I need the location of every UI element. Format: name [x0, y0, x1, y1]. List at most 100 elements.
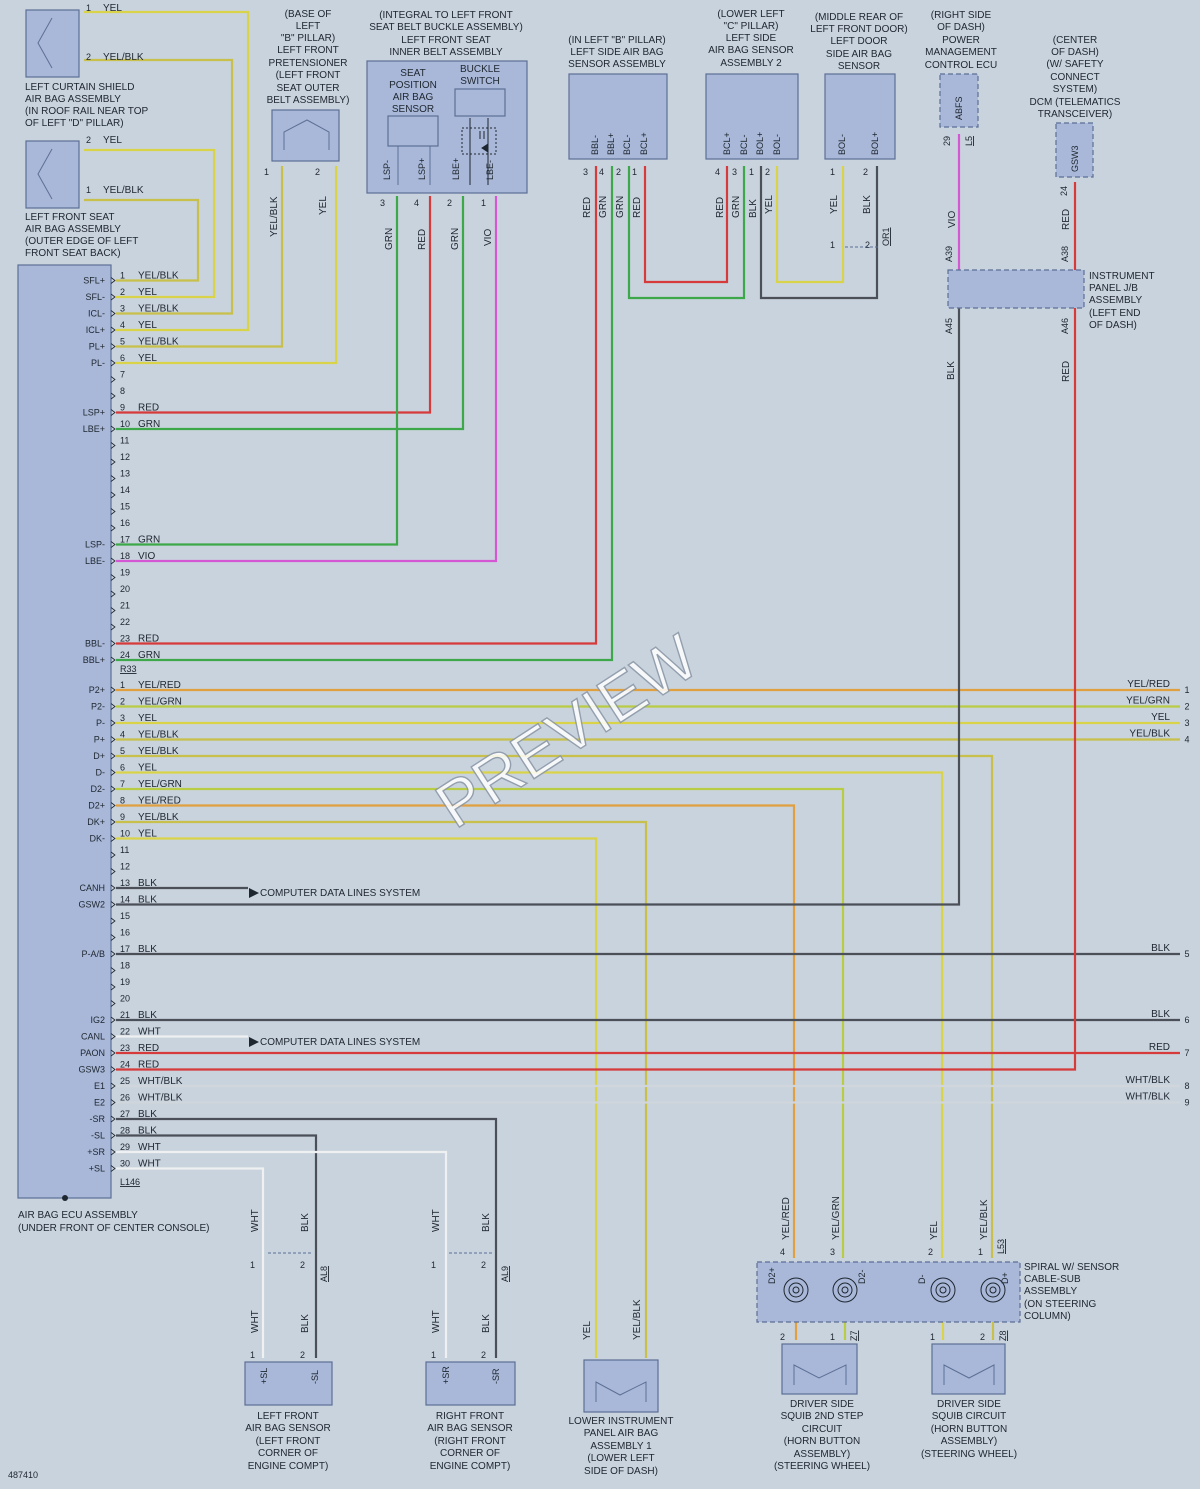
- wire: [116, 837, 598, 1358]
- svg-text:2: 2: [481, 1260, 486, 1270]
- pin-terminal: [110, 818, 116, 826]
- side-sensor-wire3: RED: [582, 197, 593, 218]
- ecu-wire-color: WHT: [138, 1142, 161, 1153]
- side-sensor2-box: [705, 73, 799, 160]
- pin-terminal: [110, 719, 116, 727]
- ecu-pin-number: 14: [120, 485, 130, 495]
- svg-text:"C" PILLAR): "C" PILLAR): [724, 21, 779, 32]
- svg-text:1: 1: [930, 1332, 935, 1342]
- ecu-pin-number: 23: [120, 1043, 130, 1053]
- seat-airbag-pin2: 2: [86, 135, 91, 145]
- pin-terminal: [110, 1016, 116, 1024]
- wire: [116, 196, 432, 414]
- ecu-wire-color: YEL: [138, 353, 157, 364]
- dcm-caption: (CENTER OF DASH) (W/ SAFETY CONNECT SYST…: [1030, 35, 1121, 120]
- svg-text:MANAGEMENT: MANAGEMENT: [925, 47, 997, 58]
- wire: [116, 1117, 498, 1358]
- svg-text:SEAT OUTER: SEAT OUTER: [277, 83, 340, 94]
- ecu-pin-number: 1: [120, 271, 125, 281]
- svg-text:AIR BAG SENSOR: AIR BAG SENSOR: [708, 45, 794, 56]
- ecu-wire-color: GRN: [138, 650, 160, 661]
- svg-text:LEFT: LEFT: [296, 21, 320, 32]
- svg-text:LEFT FRONT SEAT: LEFT FRONT SEAT: [25, 212, 114, 223]
- side-sensor-pin2: 2: [616, 167, 621, 177]
- ecu-wire-color: YEL/BLK: [138, 730, 179, 741]
- belt-pin3: 3: [380, 198, 385, 208]
- ecu-pin-label: LSP+: [83, 408, 105, 418]
- ecu-wire-color: YEL: [138, 763, 157, 774]
- side-sensor2-bol-plus: BOL+: [755, 132, 765, 155]
- svg-text:ENGINE COMPT): ENGINE COMPT): [248, 1461, 329, 1472]
- svg-text:(RIGHT SIDE: (RIGHT SIDE: [931, 10, 992, 21]
- pin-terminal: [110, 310, 116, 317]
- svg-text:YEL: YEL: [582, 1321, 593, 1340]
- ecu-pin-number: 24: [120, 650, 130, 660]
- svg-text:LEFT SIDE AIR BAG: LEFT SIDE AIR BAG: [570, 47, 663, 58]
- ecu-pin-label: BBL+: [83, 655, 105, 665]
- jb-a38: A38: [1060, 246, 1070, 262]
- svg-text:(RIGHT FRONT: (RIGHT FRONT: [434, 1436, 505, 1447]
- seat-position-sensor-box: [387, 115, 439, 147]
- ecu-pin-label: GSW2: [78, 900, 105, 910]
- pin-terminal: [110, 293, 116, 301]
- wire: [84, 148, 216, 299]
- svg-text:2: 2: [928, 1247, 933, 1257]
- pin-terminal: [110, 967, 116, 974]
- side-sensor-wire2: GRN: [615, 196, 626, 218]
- svg-text:1: 1: [250, 1260, 255, 1270]
- ecu-pin-number: 22: [120, 1027, 130, 1037]
- ecu-pin-label: IG2: [90, 1015, 105, 1025]
- svg-text:YEL/BLK: YEL/BLK: [979, 1199, 990, 1240]
- ecu-pin-label: LBE-: [85, 556, 105, 566]
- belt-pin4: 4: [414, 198, 419, 208]
- svg-text:YEL/RED: YEL/RED: [781, 1197, 792, 1240]
- svg-text:BLK: BLK: [481, 1314, 492, 1333]
- seat-airbag-wire2: YEL/BLK: [103, 185, 144, 196]
- ecu-wire-color: YEL/RED: [138, 796, 181, 807]
- svg-text:WHT: WHT: [250, 1310, 261, 1333]
- svg-text:SIDE OF DASH): SIDE OF DASH): [584, 1466, 658, 1477]
- svg-text:LOWER INSTRUMENT: LOWER INSTRUMENT: [569, 1416, 674, 1427]
- ecu-pin-label: ICL+: [86, 325, 105, 335]
- pin-terminal: [110, 802, 116, 809]
- offpage-ref: 7: [1184, 1048, 1189, 1058]
- door-sensor-pin2: 2: [863, 167, 868, 177]
- svg-text:OF DASH): OF DASH): [937, 22, 985, 33]
- side-sensor-bbl-plus: BBL+: [606, 133, 616, 155]
- airbag-ecu: [17, 264, 112, 1199]
- pin-terminal: [110, 425, 116, 433]
- seat-position-sensor-caption: SEAT POSITION AIR BAG SENSOR: [389, 68, 437, 115]
- svg-text:BLK: BLK: [300, 1213, 311, 1232]
- pin-terminal: [110, 557, 116, 565]
- ecu-pin-number: 6: [120, 763, 125, 773]
- pin-terminal: [110, 851, 116, 859]
- pin-terminal: [110, 1082, 116, 1090]
- ecu-pin-number: 11: [120, 436, 129, 446]
- ecu-pin-number: 3: [120, 304, 125, 314]
- belt-wire3: GRN: [384, 228, 395, 250]
- ecu-wire-color: GRN: [138, 535, 160, 546]
- ecu-wire-color: YEL: [138, 320, 157, 331]
- pin-terminal: [110, 884, 116, 892]
- svg-text:(STEERING WHEEL): (STEERING WHEEL): [921, 1449, 1017, 1460]
- ecu-pin-label: E2: [94, 1098, 105, 1108]
- ecu-pin-number: 21: [120, 1010, 130, 1020]
- power-ecu-wire-vio: VIO: [947, 211, 958, 228]
- svg-text:Z7: Z7: [849, 1330, 859, 1341]
- ecu-wire-color: RED: [138, 634, 159, 645]
- wire: [643, 166, 729, 284]
- svg-text:-SL: -SL: [310, 1370, 320, 1384]
- jb-box: [947, 269, 1085, 309]
- pin-terminal: [110, 475, 116, 482]
- pin-terminal: [110, 541, 116, 548]
- ecu-pin-number: 23: [120, 634, 130, 644]
- right-front-sensor: WHT BLK 1 2 AL9 WHT BLK 1 2 +SR -SR RIGH…: [425, 1209, 516, 1472]
- ecu-pin-number: 18: [120, 961, 130, 971]
- pretensioner-wire1: YEL/BLK: [269, 196, 280, 237]
- wire: [116, 166, 614, 662]
- svg-text:(INTEGRAL TO LEFT FRONT: (INTEGRAL TO LEFT FRONT: [379, 10, 513, 21]
- ecu-pin-number: 19: [120, 568, 130, 578]
- pin-terminal: [110, 1099, 116, 1106]
- svg-text:POWER: POWER: [942, 35, 980, 46]
